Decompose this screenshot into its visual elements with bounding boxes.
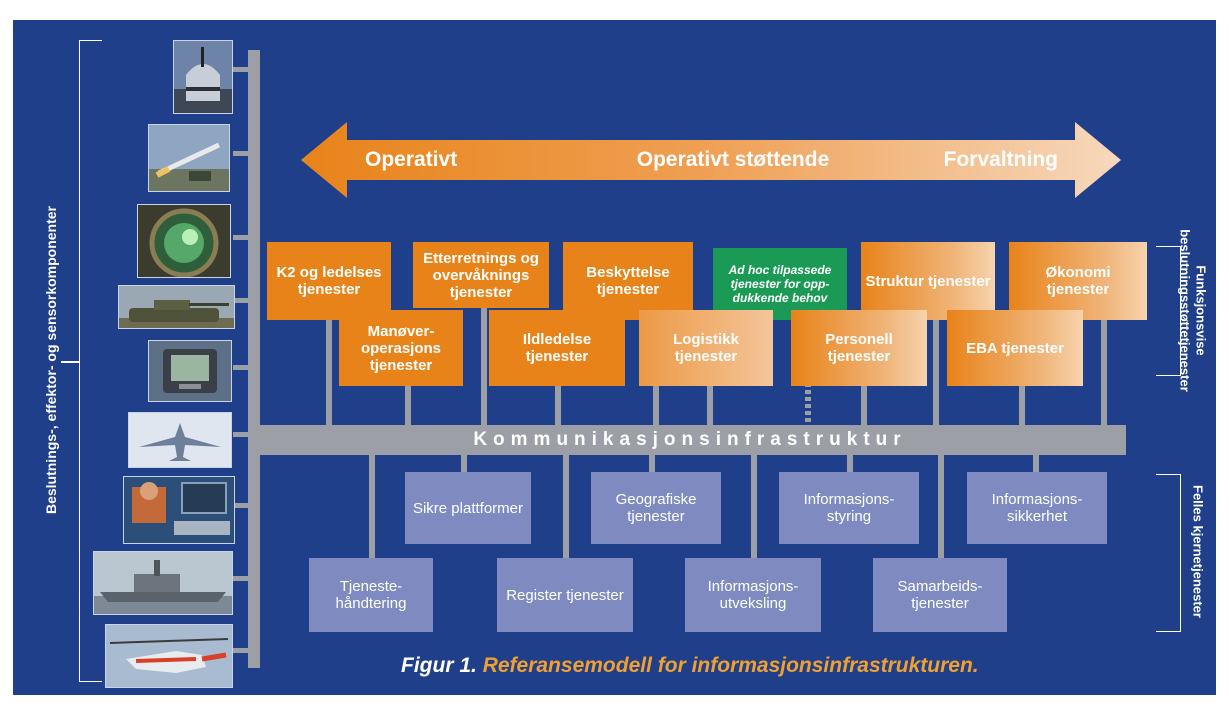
service-eba: EBA tjenester [947, 310, 1083, 386]
service-etterretning: Etterretnings og overvåknings tjenester [413, 242, 549, 308]
missile-launch-icon [148, 124, 230, 192]
caption-text: Referansemodell for informasjonsinfrastr… [482, 654, 979, 677]
connector-stub [233, 151, 249, 156]
core-geografiske: Geografiske tjenester [591, 472, 721, 544]
right-bracket-top [1156, 246, 1181, 376]
connector [1019, 385, 1025, 430]
connector [481, 308, 487, 430]
left-bracket-tick [61, 361, 79, 363]
caption-prefix: Figur 1. [401, 654, 477, 677]
connector [326, 320, 332, 430]
service-struktur: Struktur tjenester [861, 242, 995, 320]
left-bracket [79, 40, 102, 682]
connector-stub [233, 67, 249, 72]
left-axis-label: Beslutnings-, effektor- og sensorkompone… [43, 205, 59, 515]
tank-icon [118, 285, 235, 329]
service-logistikk: Logistikk tjenester [639, 310, 773, 386]
connector [405, 385, 411, 430]
service-beskyttelse: Beskyttelse tjenester [563, 242, 693, 320]
right-bracket-bottom [1156, 474, 1181, 632]
connector [461, 452, 467, 474]
connector-stub [233, 432, 249, 437]
warship-icon [93, 551, 233, 615]
connector [861, 385, 867, 430]
infrastructure-bar-label: Kommunikasjonsinfrastruktur [473, 429, 907, 450]
helicopter-icon [105, 624, 233, 688]
connector [1033, 452, 1039, 474]
connector [1101, 320, 1107, 430]
soldier-workstation-icon [123, 476, 235, 544]
core-register: Register tjenester [497, 558, 633, 632]
core-tjenestehandtering: Tjeneste-håndtering [309, 558, 433, 632]
arrow-label-center: Operativt støttende [636, 148, 830, 171]
service-manover: Manøver-operasjons tjenester [339, 310, 463, 386]
right-label-bottom: Felles kjernetjenester [1190, 485, 1206, 618]
infrastructure-bar: Kommunikasjonsinfrastruktur [248, 425, 1126, 455]
right-label-top-line2: beslutningsstøttetjenester [1177, 229, 1193, 392]
connector [707, 385, 713, 430]
core-informasjonsutveksling: Informasjons-utveksling [685, 558, 821, 632]
connector-stub [233, 365, 249, 370]
connector [563, 452, 569, 560]
core-samarbeid: Samarbeids-tjenester [873, 558, 1007, 632]
connector [938, 452, 944, 560]
connector-stub [233, 235, 249, 240]
core-informasjonsstyring: Informasjons-styring [779, 472, 919, 544]
radar-dome-icon [173, 40, 233, 114]
service-okonomi: Økonomi tjenester [1009, 242, 1147, 320]
service-ildledelse: Ildledelse tjenester [489, 310, 625, 386]
connector [847, 452, 853, 474]
connector [369, 452, 375, 560]
right-label-top-line1: Funksjonsvise [1193, 265, 1209, 356]
diagram-panel: Beslutnings-, effektor- og sensorkompone… [13, 20, 1216, 695]
connector-stub [233, 298, 249, 303]
handheld-device-icon [148, 340, 232, 402]
core-sikre-plattformer: Sikre plattformer [405, 472, 531, 544]
fighter-jet-icon [128, 412, 232, 468]
arrow-label-right: Forvaltning [943, 148, 1058, 171]
connector [555, 385, 561, 430]
connector [751, 452, 757, 560]
service-k2-ledelse: K2 og ledelses tjenester [267, 242, 391, 320]
figure-caption: Figur 1. Referansemodell for informasjon… [401, 654, 979, 678]
connector [933, 320, 939, 430]
connector-stub [233, 576, 249, 581]
service-ad-hoc: Ad hoc tilpassede tjenester for opp-dukk… [713, 248, 847, 320]
radar-screen-icon [137, 204, 231, 278]
vertical-spine [248, 50, 260, 668]
arrow-label-left: Operativt [365, 148, 458, 171]
connector [649, 452, 655, 474]
connector-stub [233, 503, 249, 508]
service-personell: Personell tjenester [791, 310, 927, 386]
connector-stub [233, 648, 249, 653]
core-informasjonssikkerhet: Informasjons-sikkerhet [967, 472, 1107, 544]
orientation-arrow [301, 122, 1121, 198]
